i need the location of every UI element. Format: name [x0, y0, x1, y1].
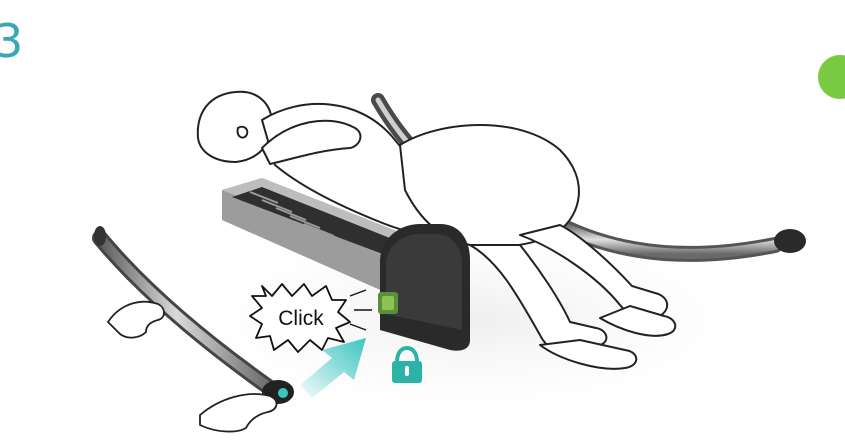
left-rail-indicator	[278, 388, 288, 398]
right-rail-cap	[774, 229, 806, 253]
left-rail-end	[94, 226, 106, 246]
click-label: Click	[278, 307, 324, 330]
front-housing	[378, 224, 470, 351]
